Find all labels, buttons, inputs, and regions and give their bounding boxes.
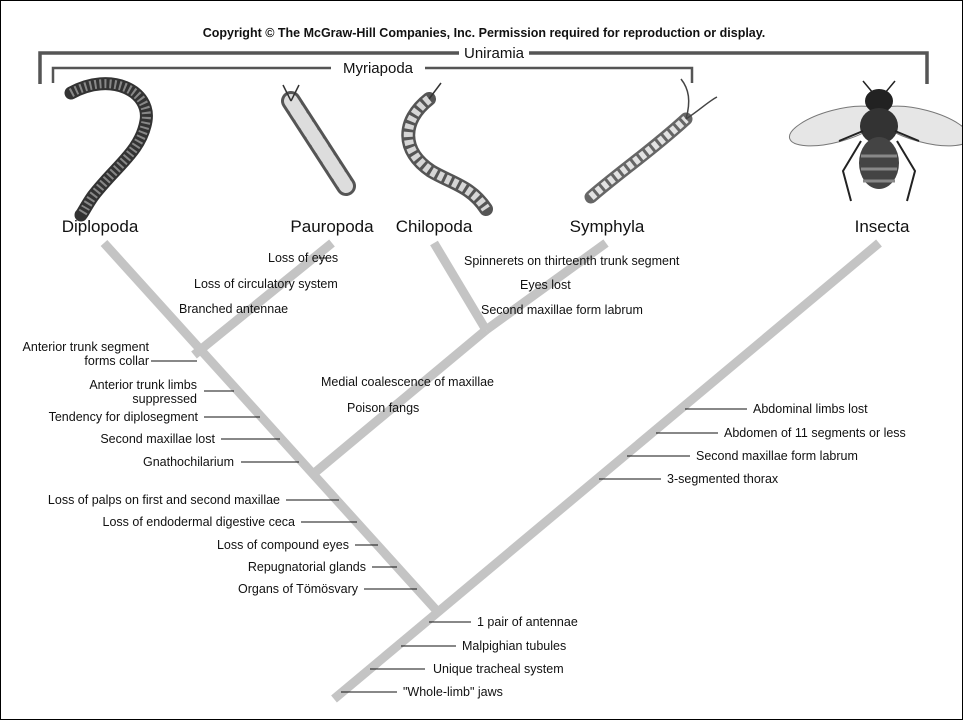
taxon-symphyla: Symphyla [570,217,645,236]
symphylan-illustration [584,78,718,204]
char-3-segmented-thorax: 3-segmented thorax [667,472,779,486]
branch-insecta-trunk [331,239,882,703]
char-repugnatorial: Repugnatorial glands [248,560,366,574]
bee-illustration [788,80,962,202]
branch-chilopoda [430,240,490,333]
millipede-illustration [64,77,153,222]
myriapoda-label: Myriapoda [343,60,414,77]
char-collar-line2: forms collar [84,354,149,368]
char-1-pair-antennae: 1 pair of antennae [477,615,578,629]
taxon-insecta: Insecta [855,217,910,236]
taxon-pauropoda: Pauropoda [290,217,374,236]
char-loss-circulatory: Loss of circulatory system [194,277,338,291]
char-limbs-line1: Anterior trunk limbs [89,378,197,392]
char-tracheal: Unique tracheal system [433,662,564,676]
char-gnathochilarium: Gnathochilarium [143,455,234,469]
char-medial-coalescence: Medial coalescence of maxillae [321,375,494,389]
char-second-maxillae-labrum-symphyla: Second maxillae form labrum [481,303,643,317]
char-malpighian: Malpighian tubules [462,639,566,653]
branch-chilopoda-symphyla [309,326,489,479]
uniramia-bracket: Uniramia [38,45,929,84]
taxon-diplopoda: Diplopoda [62,217,139,236]
taxon-chilopoda: Chilopoda [396,217,473,236]
char-tomosvary: Organs of Tömösvary [238,582,359,596]
char-spinnerets: Spinnerets on thirteenth trunk segment [464,254,680,268]
char-loss-ceca: Loss of endodermal digestive ceca [103,515,296,529]
char-loss-compound-eyes: Loss of compound eyes [217,538,349,552]
char-abdomen-11: Abdomen of 11 segments or less [724,426,906,440]
pauropod-illustration [281,84,356,196]
char-whole-limb-jaws: "Whole-limb" jaws [403,685,503,699]
myriapoda-bracket: Myriapoda [51,60,694,83]
char-limbs-line2: suppressed [132,392,197,406]
char-loss-of-eyes: Loss of eyes [268,251,338,265]
char-second-maxillae-labrum-insecta: Second maxillae form labrum [696,449,858,463]
centipede-illustration [401,82,493,216]
copyright-notice: Copyright © The McGraw-Hill Companies, I… [203,26,766,40]
char-collar-line1: Anterior trunk segment [23,340,150,354]
char-second-maxillae-lost: Second maxillae lost [100,432,215,446]
branch-myriapoda-diplopoda [100,239,441,615]
char-poison-fangs: Poison fangs [347,401,419,415]
branch-symphyla [483,239,609,334]
char-abdominal-limbs-lost: Abdominal limbs lost [753,402,868,416]
char-diplosegment: Tendency for diplosegment [49,410,199,424]
uniramia-label: Uniramia [464,45,525,62]
char-eyes-lost: Eyes lost [520,278,571,292]
char-branched-antennae: Branched antennae [179,302,288,316]
branch-pauropoda [191,239,335,359]
tree-branches [100,239,882,703]
char-loss-palps: Loss of palps on first and second maxill… [48,493,280,507]
